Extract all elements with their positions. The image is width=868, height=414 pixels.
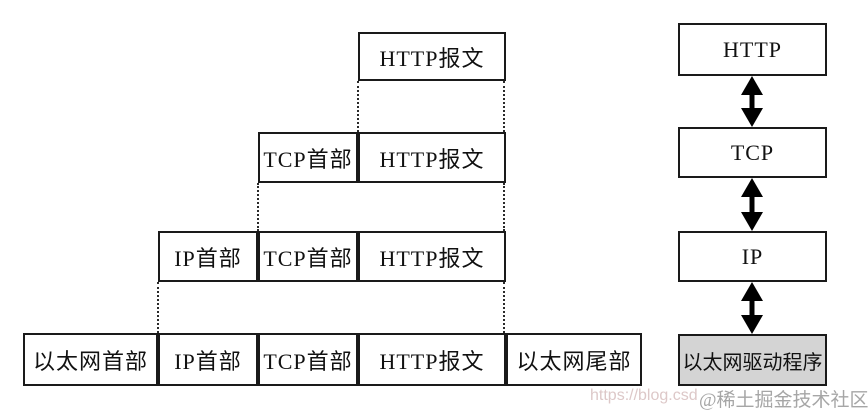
row4-ip-header-box: IP首部 [158,333,258,386]
row1-http-message-box: HTTP报文 [358,32,506,81]
dotted-connector-r2-left [257,183,259,231]
row4-ethernet-header-box: 以太网首部 [23,333,158,386]
dotted-connector-r2-right [503,183,505,231]
double-arrow-icon-http-tcp [741,76,763,127]
row3-ip-header-box: IP首部 [158,231,258,282]
row4-http-message-box: HTTP报文 [358,333,506,386]
row3-tcp-header-box: TCP首部 [258,231,358,282]
watermark-community: @稀土掘金技术社区 [699,390,868,411]
dotted-connector-r3-left [157,282,159,333]
row2-http-message-box: HTTP报文 [358,132,506,183]
stack-ethernet-driver-box: 以太网驱动程序 [678,334,827,386]
stack-ip-box: IP [678,231,827,282]
row2-tcp-header-box: TCP首部 [258,132,358,183]
stack-http-box: HTTP [678,23,827,76]
row4-tcp-header-box: TCP首部 [258,333,358,386]
stack-tcp-box: TCP [678,127,827,178]
dotted-connector-r1-right [503,81,505,132]
row3-http-message-box: HTTP报文 [358,231,506,282]
watermark-url: https://blog.csd [590,387,698,404]
dotted-connector-r3-right [503,282,505,333]
row4-ethernet-trailer-box: 以太网尾部 [506,333,642,386]
dotted-connector-r1-left [357,81,359,132]
double-arrow-icon-ip-ethernet [741,282,763,334]
double-arrow-icon-tcp-ip [741,178,763,231]
